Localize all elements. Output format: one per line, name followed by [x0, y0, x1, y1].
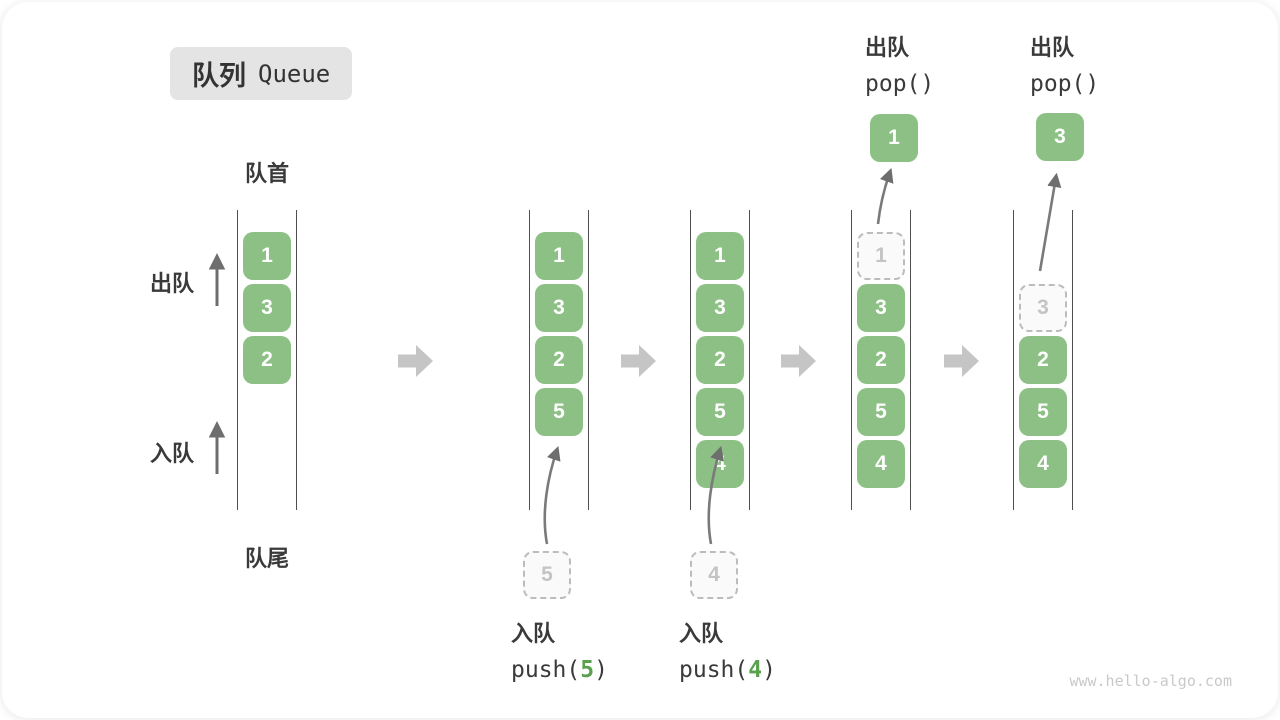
enqueue-op-caption: 入队 push(4) [679, 616, 776, 683]
queue-cell: 2 [696, 336, 744, 384]
queue-cell: 5 [857, 388, 905, 436]
dequeued-ghost-cell: 3 [1019, 284, 1067, 332]
dequeue-side-label: 出队 [150, 271, 195, 296]
watermark: www.hello-algo.com [1069, 672, 1232, 690]
queue-cell: 2 [1019, 336, 1067, 384]
queue-cell: 4 [696, 440, 744, 488]
enqueue-op-caption: 入队 push(5) [511, 616, 608, 683]
queue-cell: 4 [857, 440, 905, 488]
queue-cell: 4 [1019, 440, 1067, 488]
op-code-arg: 4 [748, 657, 763, 683]
popped-cell: 3 [1036, 113, 1084, 161]
incoming-cell: 5 [523, 551, 571, 599]
queue-state-5: 3 2 5 4 [1013, 210, 1073, 510]
op-action-label: 入队 [679, 621, 724, 646]
op-code-label: pop() [865, 71, 935, 97]
op-action-label: 入队 [511, 621, 556, 646]
queue-cell: 3 [857, 284, 905, 332]
queue-cell: 2 [243, 336, 291, 384]
op-code-label: push(4) [679, 657, 776, 683]
queue-cell: 3 [535, 284, 583, 332]
dequeue-op-caption: 出队 pop() [865, 30, 934, 97]
queue-cell: 1 [535, 232, 583, 280]
dequeued-ghost-cell: 1 [857, 232, 905, 280]
enqueue-side-label: 入队 [150, 441, 195, 466]
queue-front-label: 队首 [244, 161, 289, 186]
queue-cell: 3 [243, 284, 291, 332]
title-chinese: 队列 [192, 61, 246, 91]
queue-cell: 1 [243, 232, 291, 280]
queue-cell: 1 [696, 232, 744, 280]
queue-state-3: 1 3 2 5 4 [690, 210, 750, 510]
dequeue-op-caption: 出队 pop() [1030, 30, 1099, 97]
queue-cell: 2 [535, 336, 583, 384]
op-code-arg: 5 [580, 657, 595, 683]
popped-cell: 1 [870, 114, 918, 162]
op-action-label: 出队 [1030, 35, 1075, 60]
queue-cell: 5 [696, 388, 744, 436]
queue-state-2: 1 3 2 5 [529, 210, 589, 510]
op-code-label: pop() [1030, 71, 1100, 97]
queue-cell: 3 [696, 284, 744, 332]
queue-state-1: 1 3 2 [237, 210, 297, 510]
incoming-cell: 4 [690, 551, 738, 599]
title-badge: 队列 Queue [170, 47, 353, 100]
queue-cell: 5 [1019, 388, 1067, 436]
op-action-label: 出队 [865, 35, 910, 60]
title-english: Queue [258, 59, 331, 88]
op-code-label: push(5) [511, 657, 608, 683]
queue-state-4: 1 3 2 5 4 [851, 210, 911, 510]
queue-rear-label: 队尾 [244, 546, 289, 571]
queue-cell: 2 [857, 336, 905, 384]
queue-cell: 5 [535, 388, 583, 436]
